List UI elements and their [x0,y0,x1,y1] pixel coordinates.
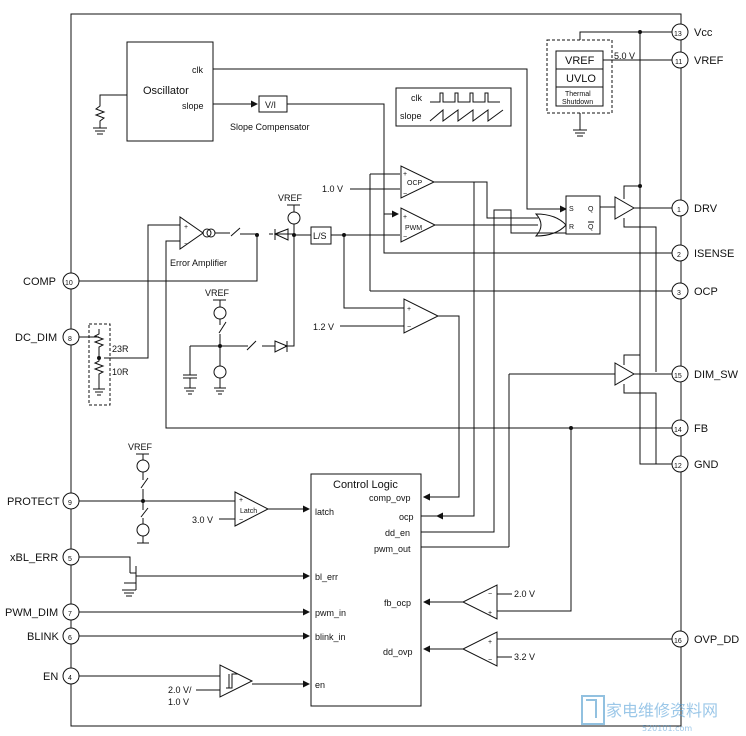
svg-text:+: + [488,639,492,646]
oscillator-block: Oscillator clk slope [126,41,214,142]
svg-text:Control Logic: Control Logic [333,479,398,491]
svg-text:pwm_in: pwm_in [315,608,346,618]
latch-comparator: + − Latch [234,491,270,527]
svg-text:UVLO: UVLO [566,73,596,85]
svg-text:pwm_out: pwm_out [374,544,411,554]
svg-text:Q: Q [588,224,594,231]
oscillator-title: Oscillator [143,85,189,97]
svg-text:clk: clk [411,93,422,103]
svg-text:fb_ocp: fb_ocp [384,598,411,608]
vi-converter: V/I [258,95,288,113]
vref-label-bottom: VREF [128,442,153,452]
fb-ocp-comparator: − + [461,584,498,620]
svg-text:dd_en: dd_en [385,528,410,538]
control-logic-block: Control Logic comp_ovp ocp dd_en pwm_out… [310,473,422,707]
error-amplifier: + − [179,216,216,250]
svg-text:L/S: L/S [313,231,327,241]
svg-text:V/I: V/I [265,100,276,110]
svg-text:slope: slope [400,111,422,121]
oscillator-slope-label: slope [182,101,204,111]
svg-text:en: en [315,680,325,690]
svg-text:ocp: ocp [399,512,414,522]
svg-text:blink_in: blink_in [315,632,346,642]
label-2v0: 2.0 V [514,589,535,599]
svg-text:−: − [488,657,492,664]
svg-text:−: − [403,234,407,241]
svg-text:OCP: OCP [407,180,423,187]
label-1v0: 1.0 V [322,184,343,194]
svg-text:S: S [569,206,574,213]
label-5v0: 5.0 V [614,51,635,61]
svg-text:R: R [569,224,574,231]
label-3v2: 3.2 V [514,652,535,662]
clk-slope-waveform: clk slope [395,87,512,127]
svg-text:Q: Q [588,206,594,213]
svg-text:23R: 23R [112,344,129,354]
svg-text:10R: 10R [112,367,129,377]
svg-text:+: + [184,224,188,231]
vref-label-top: VREF [278,193,303,203]
svg-text:Shutdown: Shutdown [562,99,593,106]
svg-text:−: − [488,591,492,598]
svg-text:−: − [239,517,243,524]
svg-text:−: − [403,191,407,198]
svg-text:VREF: VREF [565,55,595,67]
svg-text:+: + [407,306,411,313]
comparator-1v2 [403,298,440,334]
label-3v0: 3.0 V [192,515,213,525]
dd-ovp-comparator: + − [461,631,498,667]
drv-buffer [614,196,635,220]
svg-text:+: + [239,497,243,504]
slope-compensator-label: Slope Compensator [230,122,310,132]
svg-text:+: + [403,171,407,178]
en-threshold-2: 1.0 V [168,697,189,707]
pwm-comparator: PWM + − [400,207,437,243]
svg-text:−: − [407,324,411,331]
svg-text:+: + [488,610,492,617]
vref-uvlo-block: VREF UVLO Thermal Shutdown [546,39,613,114]
svg-text:Thermal: Thermal [565,91,591,98]
dc-dim-divider [88,323,111,406]
error-amplifier-label: Error Amplifier [170,258,227,268]
oscillator-clk-label: clk [192,65,203,75]
svg-text:dd_ovp: dd_ovp [383,647,413,657]
svg-text:latch: latch [315,507,334,517]
svg-text:Latch: Latch [240,508,257,515]
ocp-comparator: OCP + − [400,165,436,199]
svg-text:PWM: PWM [405,225,422,232]
vref-label-mid: VREF [205,288,230,298]
svg-text:−: − [184,241,188,248]
level-shift-block: L/S [310,226,332,245]
svg-text:bl_err: bl_err [315,572,338,582]
en-threshold-1: 2.0 V/ [168,685,192,695]
en-schmitt-buffer [219,664,254,698]
svg-text:comp_ovp: comp_ovp [369,493,411,503]
dimsw-buffer [614,362,635,386]
sr-flip-flop: S Q R Q [565,195,601,235]
label-1v2: 1.2 V [313,322,334,332]
svg-text:+: + [403,214,407,221]
